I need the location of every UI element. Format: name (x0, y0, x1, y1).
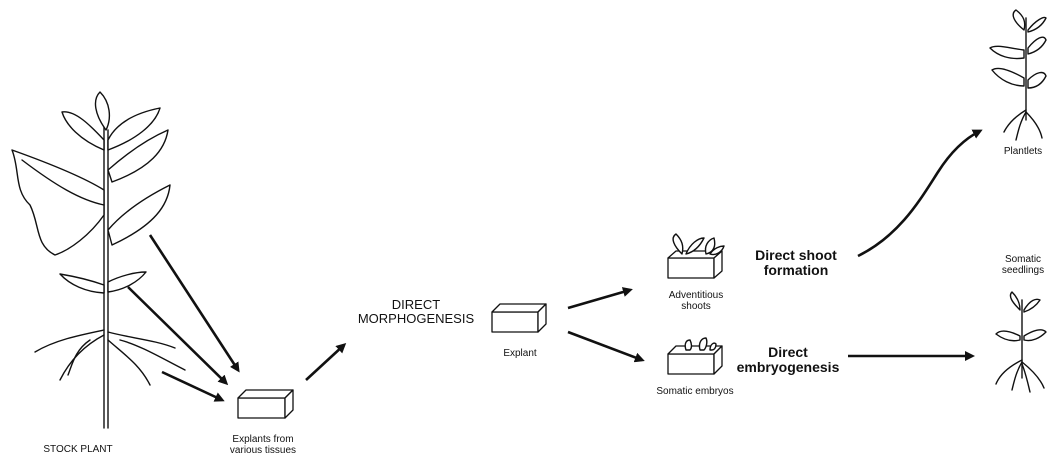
somatic-seedling-icon (996, 292, 1046, 392)
direct-shoot-formation-label: Direct shoot formation (736, 248, 856, 279)
direct-embryogenesis-label: Direct embryogenesis (728, 345, 848, 376)
somatic-embryos-icon (668, 338, 722, 374)
somatic-seedlings-line1: Somatic (996, 254, 1050, 265)
adventitious-shoots-line1: Adventitious (656, 290, 736, 301)
somatic-seedlings-line2: seedlings (996, 265, 1050, 276)
adventitious-shoots-line2: shoots (656, 301, 736, 312)
plantlet-icon (990, 10, 1046, 140)
explant-label: Explant (490, 348, 550, 359)
explant-cube-icon (238, 390, 293, 418)
direct-morphogenesis-label: DIRECT MORPHOGENESIS (346, 298, 486, 327)
direct-shoot-formation-line1: Direct shoot (736, 248, 856, 263)
stock-plant-label: STOCK PLANT (28, 444, 128, 455)
explants-label: Explants from various tissues (215, 434, 311, 456)
adventitious-shoots-icon (668, 234, 724, 278)
somatic-embryos-label: Somatic embryos (640, 386, 750, 397)
stock-plant-icon (12, 92, 185, 428)
somatic-seedlings-label: Somatic seedlings (996, 254, 1050, 276)
direct-embryogenesis-line2: embryogenesis (728, 360, 848, 375)
explants-label-line1: Explants from (215, 434, 311, 445)
direct-morphogenesis-line2: MORPHOGENESIS (346, 312, 486, 326)
explant-cube-icon (492, 304, 546, 332)
plantlets-label: Plantlets (996, 146, 1050, 157)
explants-label-line2: various tissues (215, 445, 311, 456)
adventitious-shoots-label: Adventitious shoots (656, 290, 736, 312)
direct-shoot-formation-line2: formation (736, 263, 856, 278)
direct-embryogenesis-line1: Direct (728, 345, 848, 360)
direct-morphogenesis-line1: DIRECT (346, 298, 486, 312)
